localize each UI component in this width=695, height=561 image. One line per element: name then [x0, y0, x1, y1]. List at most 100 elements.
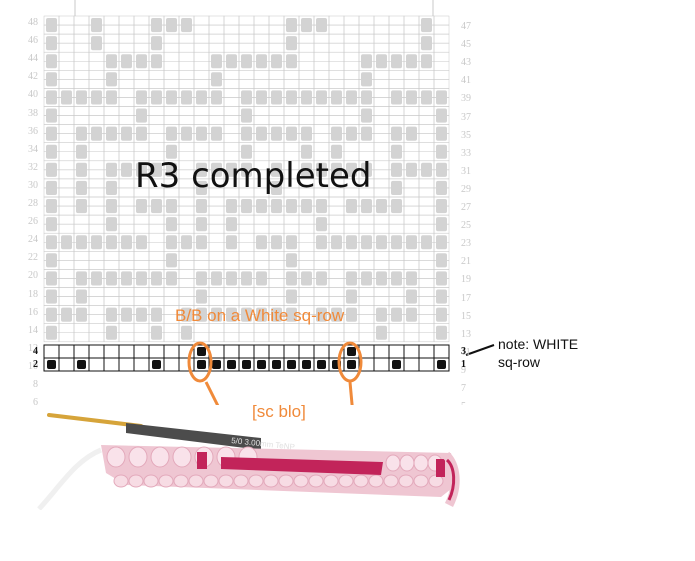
faded-filled-block — [256, 54, 267, 69]
faded-grid-cell — [328, 106, 345, 116]
faded-filled-block — [286, 253, 297, 268]
faded-grid-cell — [403, 115, 420, 125]
faded-filled-block — [181, 18, 192, 33]
faded-grid-cell — [178, 33, 195, 44]
faded-grid-cell — [328, 287, 345, 297]
faded-grid-cell — [58, 115, 75, 125]
stitch-bump — [128, 474, 144, 488]
faded-filled-block — [331, 307, 342, 322]
faded-grid-cell — [343, 51, 360, 62]
faded-grid-cell — [238, 332, 255, 343]
faded-grid-cell — [118, 42, 135, 53]
faded-grid-cell — [88, 106, 105, 116]
magenta-stripe — [221, 457, 383, 475]
faded-grid-cell — [238, 296, 255, 306]
faded-grid-cell — [328, 61, 345, 71]
faded-grid-cell — [148, 223, 165, 234]
faded-filled-block — [76, 180, 87, 195]
faded-grid-cell — [418, 205, 435, 216]
faded-grid-cell — [163, 332, 180, 343]
faded-filled-block — [316, 217, 327, 232]
faded-filled-block — [46, 162, 57, 177]
faded-filled-block — [181, 235, 192, 250]
faded-grid-cell — [313, 51, 330, 62]
faded-filled-block — [436, 162, 447, 177]
active-grid-cell — [283, 344, 300, 359]
faded-grid-cell — [328, 115, 345, 125]
faded-grid-cell — [313, 251, 330, 261]
active-grid-cell — [103, 344, 120, 359]
faded-grid-cell — [253, 33, 270, 44]
faded-grid-cell — [88, 151, 105, 162]
faded-grid-cell — [88, 51, 105, 62]
active-grid-cell — [43, 344, 60, 359]
stitch-bump — [338, 474, 354, 488]
faded-grid-cell — [88, 223, 105, 234]
faded-filled-block — [151, 18, 162, 33]
faded-grid-cell — [358, 314, 375, 324]
faded-grid-cell — [193, 79, 210, 89]
faded-grid-cell — [118, 287, 135, 297]
faded-grid-cell — [178, 70, 195, 80]
faded-filled-block — [286, 271, 297, 286]
faded-grid-cell — [178, 142, 195, 152]
active-filled-block — [347, 360, 356, 369]
faded-filled-block — [226, 54, 237, 69]
faded-grid-cell — [343, 142, 360, 152]
faded-grid-cell — [88, 287, 105, 297]
faded-filled-block — [151, 325, 162, 340]
faded-filled-block — [331, 144, 342, 159]
faded-grid-cell — [298, 242, 315, 252]
faded-filled-block — [181, 325, 192, 340]
faded-grid-cell — [193, 51, 210, 62]
faded-grid-cell — [58, 124, 75, 134]
faded-filled-block — [256, 199, 267, 214]
faded-grid-cell — [268, 42, 285, 53]
faded-grid-cell — [88, 296, 105, 306]
faded-grid-cell — [88, 305, 105, 315]
faded-grid-cell — [133, 33, 150, 44]
faded-filled-block — [46, 271, 57, 286]
faded-grid-cell — [223, 133, 240, 143]
faded-grid-cell — [388, 332, 405, 343]
stitch-bump — [278, 474, 294, 488]
faded-grid-cell — [373, 251, 390, 261]
faded-grid-cell — [58, 332, 75, 343]
faded-grid-cell — [373, 97, 390, 107]
faded-filled-block — [241, 108, 252, 123]
faded-filled-block — [331, 162, 342, 177]
faded-grid-cell — [403, 151, 420, 162]
faded-filled-block — [151, 162, 162, 177]
faded-filled-block — [271, 180, 282, 195]
faded-filled-block — [361, 235, 372, 250]
faded-grid-cell — [328, 33, 345, 44]
faded-grid-cell — [208, 24, 225, 35]
stitch-bump-upper — [106, 446, 126, 468]
faded-filled-block — [61, 307, 72, 322]
row-number-left: 10 — [28, 360, 38, 372]
faded-grid-cell — [223, 88, 240, 98]
hook-handle-icon — [126, 423, 261, 450]
faded-grid-cell — [418, 106, 435, 116]
active-filled-block — [212, 360, 221, 369]
faded-filled-block — [76, 162, 87, 177]
faded-filled-block — [361, 54, 372, 69]
faded-grid-cell — [103, 15, 120, 26]
active-filled-block — [287, 360, 296, 369]
faded-grid-cell — [148, 142, 165, 152]
magenta-post-left — [197, 452, 207, 469]
faded-filled-block — [181, 90, 192, 105]
faded-filled-block — [331, 90, 342, 105]
faded-grid-cell — [313, 287, 330, 297]
faded-filled-block — [196, 307, 207, 322]
swatch-right-end-stripe — [445, 458, 456, 501]
chart-title: R3 completed — [135, 156, 372, 196]
faded-filled-block — [106, 325, 117, 340]
row-number-left: 40 — [28, 89, 38, 101]
active-grid-cell — [163, 344, 180, 359]
faded-grid-cell — [298, 106, 315, 116]
faded-grid-cell — [73, 251, 90, 261]
row-number-left: 42 — [28, 71, 38, 83]
faded-grid-cell — [73, 61, 90, 71]
faded-grid-cell — [193, 260, 210, 270]
